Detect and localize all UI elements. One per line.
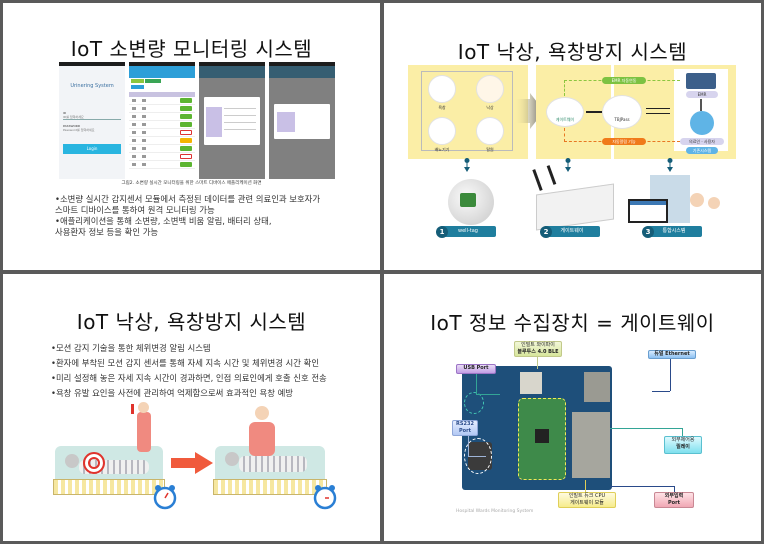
wandering-icon [476, 117, 504, 145]
doctor-image [690, 193, 704, 207]
events-panel: 욕창 낙상 배뇨기기 탈원 [408, 65, 528, 159]
bullet-list: •모션 감지 기술을 통한 체위변경 알림 시스템 •환자에 부착된 모션 감지… [51, 341, 327, 401]
slide-urine-monitoring[interactable]: IoT 소변량 모니터링 시스템 Urinering System ID ID를… [3, 3, 380, 270]
step-label: 게이트웨이 [544, 226, 600, 237]
phone-screenshot-dialog-edit [199, 62, 265, 179]
relay-block [572, 412, 610, 478]
gateway-icon [546, 97, 584, 127]
login-button: Login [63, 144, 121, 154]
gateway-device-image [536, 183, 614, 231]
slide-title: IoT 소변량 모니터링 시스템 [70, 37, 313, 61]
ethernet-ports [584, 372, 610, 402]
nurse-image [708, 197, 720, 209]
alert-label: 자동알림 기능 [602, 138, 646, 145]
watermark: Hospital Wards Monitoring System [456, 509, 534, 514]
bullet-list: •소변량 실시간 감지센서 모듈에서 측정된 데이터를 관련 의료인과 보호자가… [55, 194, 320, 238]
figure-caption: 그림2. 소변량 실시간 모니터링을 위한 스마트 디바이스 애플리케이션 화면 [121, 181, 262, 186]
well-tag-device-image [448, 179, 494, 225]
gateway-board-image [462, 366, 612, 490]
alarm-clock-icon [313, 485, 337, 510]
bullet-item: •소변량 실시간 감지센서 모듈에서 측정된 데이터를 관련 의료인과 보호자가 [55, 194, 321, 204]
staff-label: 의료인 · 사용자 [680, 138, 724, 145]
phone-screenshot-list [129, 62, 195, 179]
slide-title: IoT 낙상, 욕창방지 시스템 [457, 40, 688, 64]
step-label: 통합시스템 [646, 226, 702, 237]
down-arrow-icon [464, 158, 470, 172]
event-label: 배뇨기기 [434, 147, 450, 152]
emr-label: EMR [686, 91, 718, 98]
cpu-module [518, 398, 566, 480]
wifi-module [520, 372, 542, 394]
bullet-item: •환자에 부착된 모션 감지 센서를 통해 자세 지속 시간 및 체위변경 시간… [51, 358, 320, 368]
phone-screenshot-login: Urinering System ID ID를 입력하세요 PASSWORD P… [59, 62, 125, 179]
event-label: 탈원 [486, 147, 494, 152]
bullet-item: •미리 설정해 놓은 자세 지속 시간이 경과하면, 인접 의료인에게 호출 신… [51, 373, 327, 383]
bullet-item: 사용환자 정보 등을 확인 가능 [55, 227, 159, 237]
id-field: ID ID를 입력하세요 [63, 103, 121, 120]
usb-port-label: USB Port [456, 364, 496, 374]
fall-icon [476, 75, 504, 103]
event-label: 욕창 [438, 105, 446, 110]
gateway-label: 게이트웨이 [555, 117, 575, 122]
step-number: 2 [540, 226, 552, 238]
phone-screenshot-dialog-info [269, 62, 335, 179]
bedsore-icon [428, 75, 456, 103]
step-number: 3 [642, 226, 654, 238]
server-label: TBJPass [614, 117, 630, 122]
slide-bedsore-prevention[interactable]: IoT 낙상, 욕창방지 시스템 •모션 감지 기술을 통한 체위변경 알림 시… [3, 274, 380, 541]
down-arrow-icon [565, 158, 571, 172]
bullet-item: 스마트 디바이스를 통하여 원격 모니터링 가능 [55, 205, 215, 215]
arrow-right-icon [171, 452, 213, 474]
step-number: 1 [436, 226, 448, 238]
cloud-server-icon [602, 95, 642, 129]
bullet-item: •애플리케이션을 통해 소변량, 소변백 비움 알림, 배터리 상태, [55, 216, 272, 226]
event-label: 낙상 [486, 105, 494, 110]
emr-monitor-icon [686, 73, 716, 89]
slide-title: IoT 정보 수집장치 = 게이트웨이 [430, 311, 715, 335]
bullet-item: •욕창 유발 요인을 사전에 관리하여 억제함으로써 효과적인 욕창 예방 [51, 388, 293, 398]
bullet-item: •모션 감지 기술을 통한 체위변경 알림 시스템 [51, 343, 211, 353]
slide-fall-bedsore-diagram[interactable]: IoT 낙상, 욕창방지 시스템 욕창 낙상 배뇨기기 탈원 게이트웨이 TBJ… [384, 3, 761, 270]
ethernet-label: 듀얼 Ethernet [648, 350, 696, 359]
system-label: 기존시스템 [686, 147, 718, 154]
slide-title: IoT 낙상, 욕창방지 시스템 [76, 310, 307, 334]
medical-staff-icon [690, 111, 714, 135]
step-label: well-tag [440, 226, 496, 237]
password-field: PASSWORD Password를 입력하세요 [63, 124, 95, 132]
monitor-image [628, 199, 668, 223]
app-title: Urinering System [70, 83, 114, 89]
urination-device-icon [428, 117, 456, 145]
alarm-clock-icon [153, 485, 177, 510]
down-arrow-icon [667, 158, 673, 172]
emr-link-label: EMR 자동연동 [602, 77, 646, 84]
